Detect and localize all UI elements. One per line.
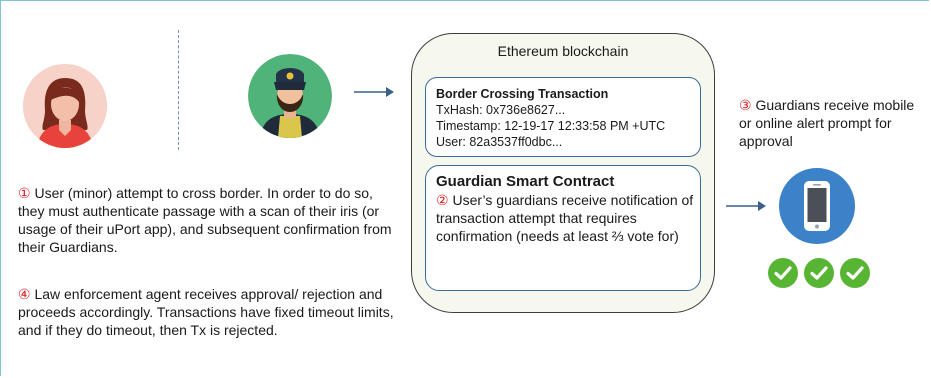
transaction-box: Border Crossing Transaction TxHash: 0x73… xyxy=(425,77,701,157)
ethereum-blockchain-container: Ethereum blockchain Border Crossing Tran… xyxy=(411,33,715,313)
arrow-to-guardians xyxy=(726,201,766,211)
step-1-number: ① xyxy=(18,185,31,201)
check-icon xyxy=(804,258,834,288)
divider-line xyxy=(178,30,179,150)
transaction-hash: TxHash: 0x736e8627... xyxy=(436,103,566,117)
user-avatar-icon xyxy=(23,64,107,148)
step-2-text: User’s guardians receive notification of… xyxy=(436,192,694,244)
smartphone-icon xyxy=(779,168,855,244)
arrow-to-blockchain xyxy=(354,87,394,97)
officer-avatar-icon xyxy=(248,54,332,138)
transaction-user: User: 82a3537ff0dbc... xyxy=(436,135,563,149)
transaction-title: Border Crossing Transaction xyxy=(436,87,609,101)
check-icon xyxy=(768,258,798,288)
step-1-text: User (minor) attempt to cross border. In… xyxy=(18,185,392,255)
step-3-note: ③ Guardians receive mobile or online ale… xyxy=(739,96,919,150)
transaction-timestamp: Timestamp: 12-19-17 12:33:58 PM +UTC xyxy=(436,119,666,133)
step-3-text: Guardians receive mobile or online alert… xyxy=(739,97,915,149)
step-3-number: ③ xyxy=(739,97,752,113)
step-4-text: Law enforcement agent receives approval/… xyxy=(18,286,394,338)
step-4-number: ④ xyxy=(18,286,31,302)
check-icon xyxy=(840,258,870,288)
step-2-number: ② xyxy=(436,192,449,208)
smart-contract-box: Guardian Smart Contract ② User’s guardia… xyxy=(425,165,701,291)
smart-contract-title: Guardian Smart Contract xyxy=(436,173,615,190)
step-4-note: ④ Law enforcement agent receives approva… xyxy=(18,285,398,339)
blockchain-title: Ethereum blockchain xyxy=(497,43,629,59)
step-1-note: ① User (minor) attempt to cross border. … xyxy=(18,184,398,256)
smart-contract-text: ② User’s guardians receive notification … xyxy=(436,191,694,245)
